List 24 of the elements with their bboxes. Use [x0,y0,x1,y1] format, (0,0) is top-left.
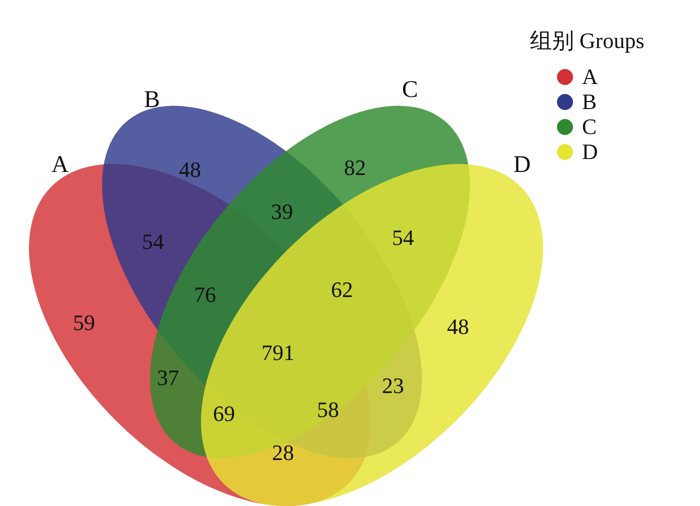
region-count: 59 [73,312,95,334]
region-count: 48 [447,316,469,338]
set-label: A [51,153,69,177]
legend-text: B [582,91,597,113]
region-count: 54 [392,227,414,249]
legend-title: 组别 Groups [530,30,644,52]
region-count: 39 [271,201,293,223]
set-label: C [402,78,418,102]
region-count: 54 [142,231,164,253]
region-count: 58 [317,399,339,421]
region-count: 791 [262,342,294,364]
region-count: 62 [331,279,353,301]
region-count: 23 [382,375,404,397]
legend-text: A [582,66,598,88]
region-count: 37 [157,367,179,389]
region-count: 69 [213,403,235,425]
region-count: 76 [194,284,216,306]
legend-text: C [582,116,597,138]
legend-text: D [582,141,598,163]
region-count: 28 [272,442,294,464]
region-count: 48 [179,159,201,181]
region-count: 82 [344,157,366,179]
set-label: D [513,153,531,177]
set-label: B [144,88,160,112]
